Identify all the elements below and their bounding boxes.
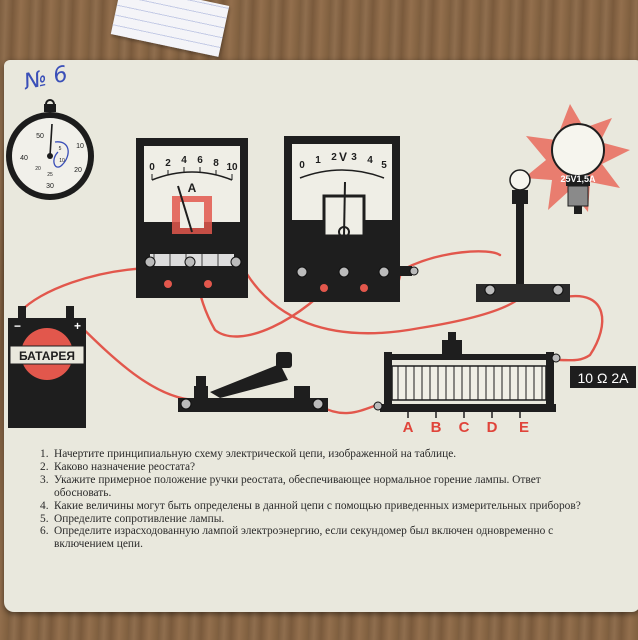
task-number: 5. bbox=[40, 512, 49, 525]
ammeter-scale-label: 8 bbox=[213, 158, 219, 169]
task-text: Определите израсходованную лампой электр… bbox=[54, 525, 554, 551]
rheostat-contact: B bbox=[431, 419, 442, 436]
large-bulb-glass bbox=[551, 123, 605, 177]
stopwatch-num: 20 bbox=[35, 166, 41, 172]
lamp-rating-graphic: 25V1,5A bbox=[524, 104, 630, 214]
ammeter-unit: A bbox=[188, 181, 197, 195]
voltmeter-scale-label: 2 bbox=[331, 152, 337, 163]
voltmeter-scale-label: 0 bbox=[299, 160, 305, 171]
rheostat-slider-rod bbox=[390, 354, 548, 360]
rheostat-slider bbox=[442, 340, 462, 358]
rheostat-coil bbox=[391, 365, 547, 401]
task-item: 2. Каково назначение реостата? bbox=[40, 461, 600, 474]
task-number: 3. bbox=[40, 473, 49, 486]
wire-battery-switch bbox=[68, 314, 197, 402]
task-item: 3. Укажите примерное положение ручки рео… bbox=[40, 474, 600, 500]
rheostat-contact: E bbox=[519, 419, 529, 436]
task-text: Укажите примерное положение ручки реоста… bbox=[54, 473, 541, 499]
stopwatch-num: 30 bbox=[46, 183, 54, 190]
ammeter-scale-label: 6 bbox=[197, 155, 203, 166]
task-number: 2. bbox=[40, 460, 49, 473]
voltmeter-scale-label: 3 bbox=[351, 152, 357, 163]
ammeter-scale-label: 4 bbox=[181, 155, 187, 166]
rheostat-rating: 10 Ω 2A bbox=[578, 370, 630, 386]
stopwatch-num: 25 bbox=[47, 172, 53, 178]
lamp-holder bbox=[476, 169, 570, 302]
lamp-base bbox=[476, 284, 570, 302]
rheostat-contact: C bbox=[459, 419, 470, 436]
voltmeter: 0 1 2 3 4 5 V bbox=[284, 136, 419, 302]
wire-lamp-rheostat bbox=[558, 294, 604, 362]
task-item: 1. Начертите принципиальную схему электр… bbox=[40, 448, 600, 461]
rheostat-contact: D bbox=[487, 419, 498, 436]
voltmeter-scale-label: 4 bbox=[367, 155, 373, 166]
ammeter-scale-label: 10 bbox=[226, 162, 238, 173]
rheostat: A B C D E 10 Ω 2A bbox=[373, 332, 636, 436]
stopwatch: 50 10 40 20 30 5 10 20 25 bbox=[6, 99, 94, 200]
task-item: 5. Определите сопротивление лампы. bbox=[40, 513, 600, 526]
wire-voltmeter-lamp bbox=[400, 250, 502, 272]
task-text: Каково назначение реостата? bbox=[54, 460, 196, 473]
voltmeter-unit: V bbox=[339, 150, 347, 164]
stopwatch-num: 10 bbox=[59, 158, 65, 164]
ammeter: 0 2 4 6 8 10 A bbox=[136, 138, 248, 298]
battery-plus: + bbox=[74, 319, 81, 333]
task-number: 6. bbox=[40, 525, 49, 538]
wire-battery-ammeter bbox=[18, 266, 152, 314]
stopwatch-num: 50 bbox=[36, 133, 44, 140]
stopwatch-num: 40 bbox=[20, 155, 28, 162]
stopwatch-num: 5 bbox=[59, 146, 62, 152]
stopwatch-num: 10 bbox=[76, 143, 84, 150]
battery: − + БАТАРЕЯ bbox=[8, 306, 86, 428]
voltmeter-scale-label: 1 bbox=[315, 155, 321, 166]
task-text: Какие величины могут быть определены в д… bbox=[54, 499, 581, 512]
stopwatch-num: 20 bbox=[74, 167, 82, 174]
battery-label: БАТАРЕЯ bbox=[19, 349, 75, 363]
task-item: 6. Определите израсходованную лампой эле… bbox=[40, 525, 600, 551]
task-text: Начертите принципиальную схему электриче… bbox=[54, 448, 457, 460]
voltmeter-scale-label: 5 bbox=[381, 160, 387, 171]
pen-scribble bbox=[53, 141, 69, 168]
rheostat-contact: A bbox=[403, 419, 414, 436]
task-list: 1. Начертите принципиальную схему электр… bbox=[40, 448, 600, 551]
task-text: Определите сопротивление лампы. bbox=[54, 512, 225, 525]
lamp-rating-label: 25V1,5A bbox=[560, 174, 596, 184]
task-number: 1. bbox=[40, 448, 49, 460]
knife-switch bbox=[178, 352, 328, 412]
task-number: 4. bbox=[40, 499, 49, 512]
ammeter-scale-label: 2 bbox=[165, 158, 171, 169]
wire-switch-rheostat bbox=[318, 402, 382, 415]
battery-minus: − bbox=[14, 319, 21, 333]
wire-ammeter-lamp bbox=[238, 260, 522, 335]
small-bulb bbox=[509, 169, 531, 191]
task-item: 4. Какие величины могут быть определены … bbox=[40, 500, 600, 513]
ammeter-scale-label: 0 bbox=[149, 162, 155, 173]
rheostat-rating-plate bbox=[570, 366, 636, 388]
switch-base bbox=[178, 398, 328, 412]
